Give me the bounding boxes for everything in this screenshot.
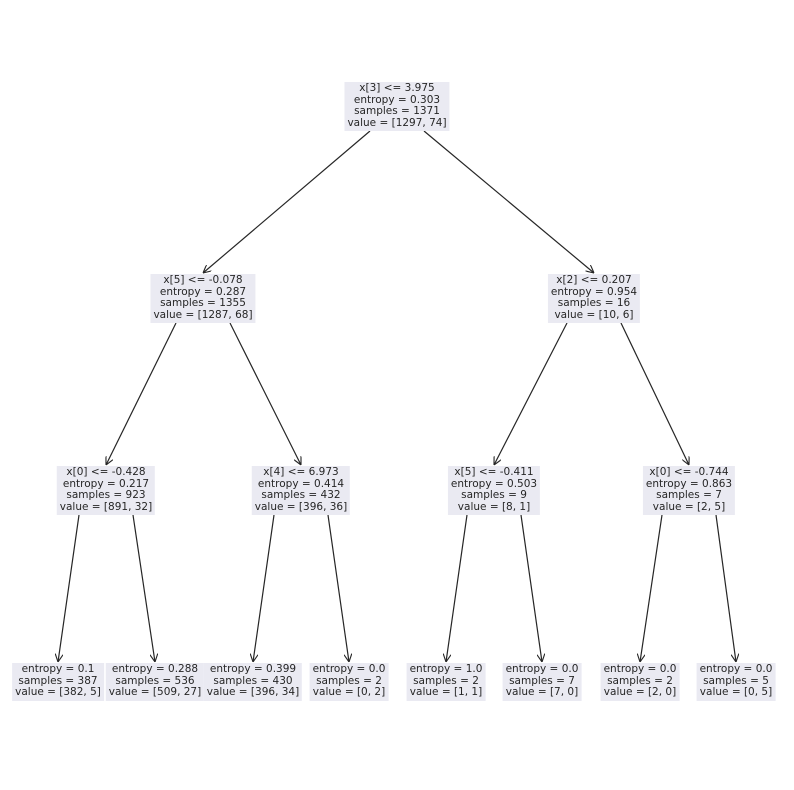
node-text-line: samples = 536 xyxy=(115,674,195,687)
node-text-line: x[3] <= 3.975 xyxy=(359,82,435,94)
node-text-line: value = [7, 0] xyxy=(505,686,579,699)
node-text-line: value = [0, 2] xyxy=(312,686,386,699)
edge-n4-n9 xyxy=(253,514,275,662)
node-text-line: entropy = 0.399 xyxy=(209,663,297,675)
node-text-line: value = [891, 32] xyxy=(59,500,153,513)
edge-n2-n5 xyxy=(494,322,568,465)
node-text-line: value = [1297, 74] xyxy=(347,116,447,129)
node-text-line: samples = 2 xyxy=(413,674,479,687)
node-text-line: samples = 5 xyxy=(703,674,769,687)
node-text-line: samples = 1371 xyxy=(354,105,440,118)
node-text-line: samples = 432 xyxy=(261,489,341,502)
edge-n3-n7 xyxy=(58,514,80,662)
node-text-line: samples = 387 xyxy=(18,674,98,687)
edge-n1-n3 xyxy=(106,322,177,465)
node-text-line: entropy = 1.0 xyxy=(409,663,483,675)
node-text-line: value = [2, 0] xyxy=(603,686,677,699)
node-text-line: value = [2, 5] xyxy=(652,500,726,513)
node-text-line: value = [8, 1] xyxy=(457,500,531,513)
node-text-line: entropy = 0.0 xyxy=(699,663,773,675)
node-text-line: value = [1287, 68] xyxy=(153,308,253,321)
node-text-line: samples = 9 xyxy=(461,489,527,502)
node-text-line: samples = 7 xyxy=(509,674,575,687)
node-text-line: value = [509, 27] xyxy=(108,686,202,699)
node-text-line: value = [10, 6] xyxy=(554,308,634,321)
node-text-line: entropy = 0.303 xyxy=(353,93,441,106)
node-text-line: samples = 1355 xyxy=(160,297,246,310)
node-text-line: entropy = 0.1 xyxy=(21,663,95,675)
node-text-line: x[0] <= -0.428 xyxy=(66,466,146,478)
edge-n6-n13 xyxy=(640,514,663,662)
node-text-line: samples = 430 xyxy=(213,674,293,687)
node-text-line: entropy = 0.287 xyxy=(159,285,247,298)
node-text-line: samples = 923 xyxy=(66,489,146,502)
node-text-line: entropy = 0.0 xyxy=(312,663,386,675)
node-text-line: value = [382, 5] xyxy=(15,686,101,699)
node-text-line: entropy = 0.863 xyxy=(645,477,733,490)
node-text-line: entropy = 0.0 xyxy=(505,663,579,675)
edge-n4-n10 xyxy=(327,514,349,662)
node-text-line: samples = 2 xyxy=(316,674,382,687)
node-text-line: samples = 2 xyxy=(607,674,673,687)
node-text-line: entropy = 0.503 xyxy=(450,477,538,490)
node-text-line: value = [396, 34] xyxy=(206,686,300,699)
node-text-line: value = [0, 5] xyxy=(699,686,773,699)
node-text-line: x[5] <= -0.411 xyxy=(454,466,534,478)
edge-n0-n1 xyxy=(203,130,371,273)
node-text-line: x[5] <= -0.078 xyxy=(163,274,243,286)
edge-n5-n12 xyxy=(520,514,542,662)
node-text-line: samples = 16 xyxy=(557,297,631,310)
node-text-line: entropy = 0.288 xyxy=(111,663,199,675)
node-text-line: entropy = 0.954 xyxy=(550,285,638,298)
node-text-line: entropy = 0.0 xyxy=(603,663,677,675)
edge-n3-n8 xyxy=(132,514,155,662)
edge-n2-n6 xyxy=(620,322,689,465)
edge-n0-n2 xyxy=(423,130,594,273)
node-text-line: entropy = 0.217 xyxy=(62,477,150,490)
node-text-line: x[4] <= 6.973 xyxy=(263,466,339,478)
edge-n6-n14 xyxy=(715,514,736,662)
edge-n5-n11 xyxy=(446,514,468,662)
edge-n1-n4 xyxy=(229,322,301,465)
node-text-line: value = [1, 1] xyxy=(409,686,483,699)
node-text-line: samples = 7 xyxy=(656,489,722,502)
node-text-line: entropy = 0.414 xyxy=(257,477,345,490)
node-text-line: value = [396, 36] xyxy=(254,500,348,513)
node-text-line: x[2] <= 0.207 xyxy=(556,274,632,286)
node-text-line: x[0] <= -0.744 xyxy=(649,466,729,478)
